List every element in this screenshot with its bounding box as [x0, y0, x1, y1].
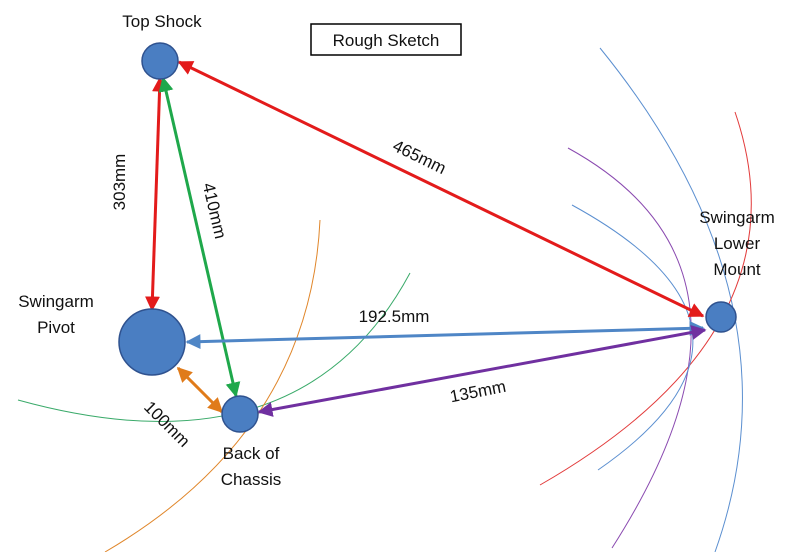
arrow-mount-to-chassis	[257, 325, 707, 417]
arrow-top-to-pivot	[144, 76, 168, 312]
page-title: Rough Sketch	[333, 31, 440, 50]
label-lower-mount-3: Mount	[713, 260, 761, 279]
arc-orange-left	[104, 219, 321, 552]
dim-100: 100mm	[140, 397, 194, 451]
construction-arcs	[17, 47, 752, 552]
label-back-of-chassis-2: Chassis	[221, 470, 281, 489]
label-swingarm-pivot-1: Swingarm	[18, 292, 94, 311]
node-back-of-chassis	[221, 395, 259, 433]
arrow-top-to-mount	[177, 60, 705, 318]
label-top-shock: Top Shock	[122, 12, 202, 31]
label-back-of-chassis-1: Back of	[223, 444, 280, 463]
node-top-shock	[141, 42, 179, 80]
arrow-mount-to-pivot	[185, 320, 705, 350]
arc-red-right	[539, 111, 752, 486]
dim-303: 303mm	[110, 154, 129, 211]
nodes	[118, 42, 737, 433]
label-lower-mount-1: Swingarm	[699, 208, 775, 227]
dim-135: 135mm	[448, 377, 507, 406]
label-swingarm-pivot-2: Pivot	[37, 318, 75, 337]
dim-465: 465mm	[390, 136, 449, 178]
arrow-pivot-to-chassis	[176, 366, 224, 414]
dim-410: 410mm	[199, 181, 230, 241]
title-box: Rough Sketch	[310, 23, 462, 56]
arc-blue-inner	[571, 204, 694, 471]
arc-purple-right	[567, 147, 692, 549]
node-labels: Top Shock Swingarm Pivot Back of Chassis…	[18, 12, 775, 489]
label-lower-mount-2: Lower	[714, 234, 761, 253]
node-swingarm-lower-mount	[705, 301, 737, 333]
node-swingarm-pivot	[118, 308, 186, 376]
dim-192-5: 192.5mm	[359, 307, 430, 326]
dimension-arrows	[144, 60, 707, 417]
